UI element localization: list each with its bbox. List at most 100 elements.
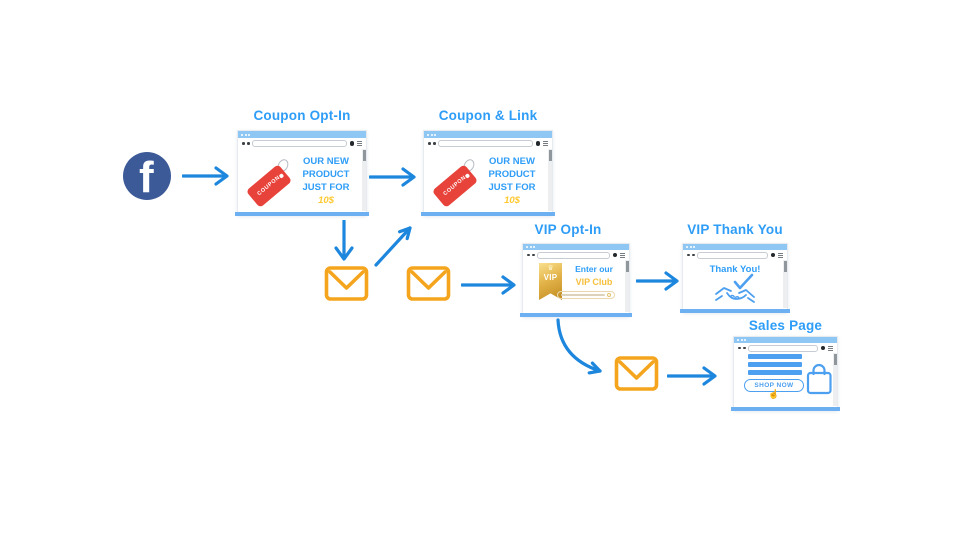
menu-icon	[356, 141, 362, 146]
facebook-icon: f	[123, 152, 171, 200]
forward-icon	[433, 142, 436, 145]
coupon-tag-label: COUPON	[256, 174, 282, 198]
price-text: 10$	[504, 195, 520, 206]
forward-icon	[692, 253, 695, 257]
text-lines-placeholder	[748, 354, 802, 375]
menu-icon	[827, 345, 833, 351]
price-text: 10$	[318, 195, 334, 206]
coupon-tag-icon: COUPON	[245, 157, 300, 209]
arrow-vip-opt-in-to-thank-you	[636, 271, 679, 291]
facebook-f-glyph: f	[139, 153, 154, 200]
title-coupon-opt-in: Coupon Opt-In	[253, 108, 351, 123]
coupon-tag-label: COUPON	[442, 174, 468, 198]
arrow-email-to-sales-page	[667, 366, 717, 386]
arrow-vip-opt-in-to-email-curved	[556, 318, 602, 375]
handshake-check-icon	[715, 273, 755, 303]
forward-icon	[247, 142, 250, 145]
window-body: ♛ VIP Enter our VIP Club	[523, 260, 629, 312]
crown-icon: ♛	[547, 265, 554, 272]
back-icon	[527, 253, 530, 257]
vip-intro-text: Enter our	[575, 264, 613, 274]
thank-you-text: Thank You!	[709, 264, 761, 275]
vip-club-text: VIP Club	[575, 277, 613, 287]
profile-icon	[535, 141, 540, 146]
arrow-coupon-opt-in-to-email	[334, 220, 354, 261]
arrow-facebook-to-coupon-opt-in	[182, 166, 229, 186]
window-titlebar	[523, 244, 629, 250]
menu-icon	[619, 252, 625, 258]
menu-icon	[777, 252, 783, 258]
promo-text: OUR NEW PRODUCT JUST FOR 10$	[481, 155, 543, 207]
window-body: COUPON OUR NEW PRODUCT JUST FOR 10$	[424, 149, 552, 211]
window-toolbar	[734, 343, 837, 353]
title-sales-page: Sales Page	[748, 318, 823, 333]
window-titlebar	[734, 337, 837, 343]
email-icon-2	[406, 266, 451, 301]
arrow-email-to-coupon-link	[374, 226, 412, 267]
address-bar	[438, 140, 533, 147]
window-footer-bar	[680, 309, 790, 313]
profile-icon	[820, 345, 825, 351]
email-icon-1	[324, 266, 369, 301]
window-titlebar	[238, 131, 366, 138]
window-toolbar	[424, 138, 552, 149]
titlebar-dot	[526, 246, 528, 248]
scrollbar	[548, 149, 552, 211]
email-icon-3	[614, 356, 659, 391]
window-toolbar	[238, 138, 366, 149]
back-icon	[687, 253, 690, 257]
shop-now-button: SHOP NOW	[744, 379, 804, 392]
titlebar-dot	[241, 133, 243, 136]
profile-icon	[770, 252, 775, 258]
window-titlebar	[683, 244, 787, 250]
back-icon	[738, 346, 741, 350]
address-bar	[748, 344, 818, 352]
profile-icon	[349, 141, 354, 146]
window-footer-bar	[235, 212, 369, 216]
browser-window-vip-thank-you: Thank You!	[680, 243, 790, 313]
profile-icon	[612, 252, 617, 258]
vip-badge-icon: ♛ VIP	[539, 263, 562, 300]
forward-icon	[743, 346, 746, 350]
titlebar-dot	[529, 246, 532, 248]
shopping-bag-icon	[806, 363, 832, 395]
submit-dot-icon	[607, 293, 611, 297]
titlebar-dot	[689, 246, 692, 248]
window-toolbar	[523, 250, 629, 260]
address-bar	[252, 140, 347, 147]
window-titlebar	[424, 131, 552, 138]
titlebar-dot	[434, 133, 436, 136]
titlebar-dot	[693, 246, 695, 248]
title-vip-opt-in: VIP Opt-In	[534, 222, 602, 237]
menu-icon	[542, 141, 548, 146]
title-vip-thank-you: VIP Thank You	[687, 222, 783, 237]
window-body: Thank You!	[683, 260, 787, 308]
address-bar	[537, 251, 610, 259]
titlebar-dot	[427, 133, 429, 136]
browser-window-coupon-opt-in: COUPON OUR NEW PRODUCT JUST FOR 10$	[235, 130, 369, 216]
titlebar-dot	[740, 339, 743, 341]
promo-text: OUR NEW PRODUCT JUST FOR 10$	[295, 155, 357, 207]
window-body: SHOP NOW ☝	[734, 353, 837, 406]
titlebar-dot	[430, 133, 433, 136]
arrow-email-to-vip-opt-in	[461, 275, 516, 295]
titlebar-dot	[248, 133, 250, 136]
back-icon	[428, 142, 431, 145]
scrollbar	[783, 260, 787, 308]
email-field	[557, 291, 615, 299]
window-footer-bar	[421, 212, 555, 216]
address-bar	[697, 251, 768, 259]
hand-cursor-icon: ☝	[768, 389, 780, 399]
titlebar-dot	[244, 133, 247, 136]
coupon-tag-icon: COUPON	[431, 157, 486, 209]
scrollbar	[625, 260, 629, 312]
arrow-coupon-opt-in-to-coupon-link	[369, 167, 416, 187]
scrollbar	[833, 353, 837, 406]
browser-window-vip-opt-in: ♛ VIP Enter our VIP Club	[520, 243, 632, 317]
titlebar-dot	[686, 246, 688, 248]
vip-badge-label: VIP	[543, 273, 558, 282]
tag-hole	[464, 173, 470, 179]
browser-window-sales-page: SHOP NOW ☝	[731, 336, 840, 411]
scrollbar	[362, 149, 366, 211]
